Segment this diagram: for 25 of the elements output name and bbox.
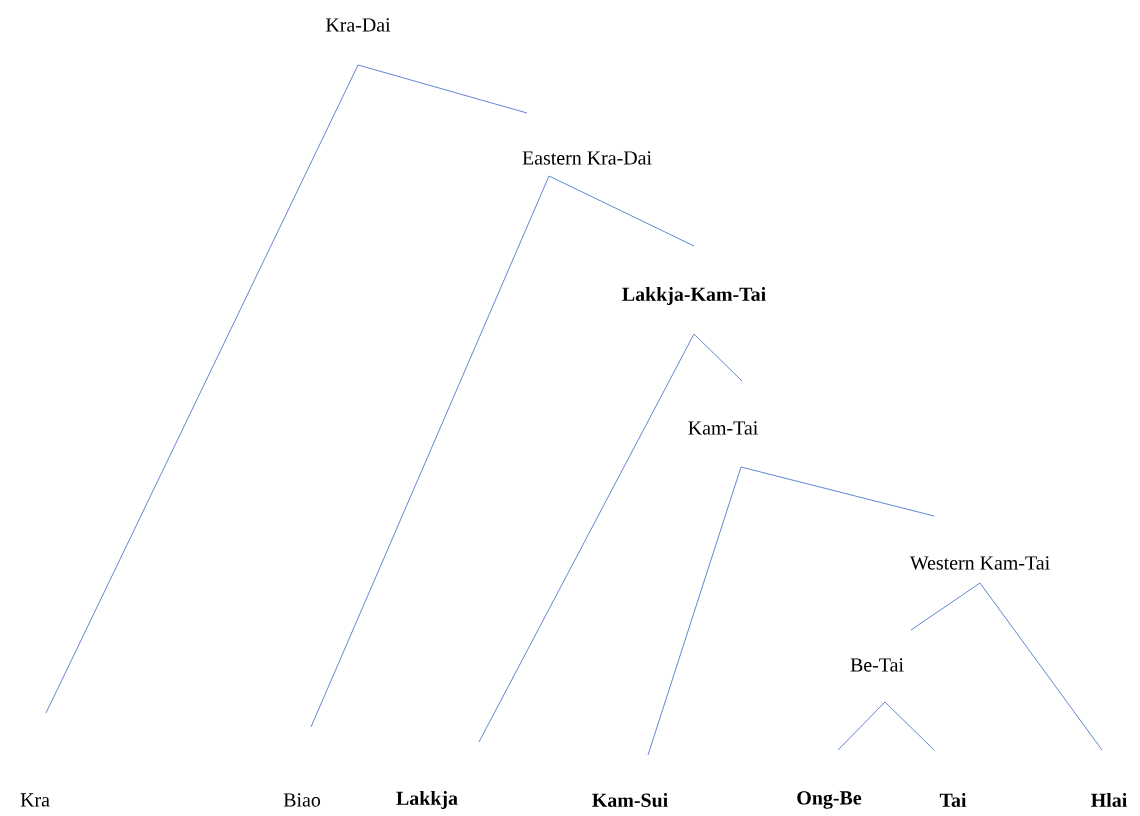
taxon-label: Eastern Kra-Dai bbox=[522, 151, 652, 165]
taxon-label: Western Kam-Tai bbox=[909, 556, 1050, 570]
tree-branch bbox=[884, 701, 935, 751]
taxon-label: Kra bbox=[20, 793, 50, 807]
taxon-label: Kra-Dai bbox=[325, 18, 391, 32]
taxon-label: Ong-Be bbox=[797, 791, 862, 809]
taxon-label: Kam-Sui bbox=[592, 792, 668, 808]
taxon-label: Kam-Tai bbox=[688, 421, 758, 435]
tree-branch bbox=[478, 333, 695, 743]
tree-branch bbox=[310, 175, 550, 728]
tree-branch bbox=[740, 466, 935, 517]
tree-branch bbox=[647, 466, 742, 756]
taxon-label: Lakkja bbox=[396, 790, 458, 809]
taxon-label: Tai bbox=[939, 793, 967, 807]
taxon-label: Lakkja-Kam-Tai bbox=[622, 286, 766, 305]
taxon-label: Hlai bbox=[1091, 793, 1127, 807]
tree-branch bbox=[45, 64, 359, 714]
tree-branch bbox=[357, 64, 528, 114]
taxon-label: Biao bbox=[283, 793, 321, 807]
tree-branch bbox=[837, 701, 886, 751]
tree-branch bbox=[693, 333, 743, 382]
tree-branch bbox=[548, 175, 695, 247]
tree-branch bbox=[910, 582, 981, 631]
tree-branch bbox=[979, 582, 1103, 751]
taxon-label: Be-Tai bbox=[850, 658, 904, 672]
